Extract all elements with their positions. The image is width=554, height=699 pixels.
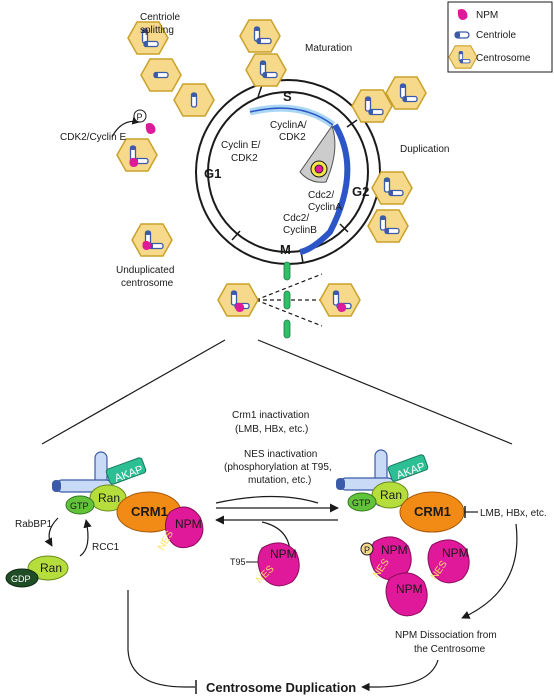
ran-label: Ran (98, 491, 120, 505)
maturation-label: Maturation (305, 43, 352, 54)
cyclina-cdk2-label: CyclinA/ CDK2 (270, 120, 309, 143)
right-gtp-label: GTP (352, 498, 371, 508)
free-npm: T95 NPM NES (230, 542, 300, 587)
gtp-protein (347, 492, 377, 512)
activation-line-right (361, 659, 439, 692)
centrosome-duplication-label: Centrosome Duplication (206, 680, 356, 695)
chromosome-icon (283, 261, 291, 281)
centrosome (173, 83, 215, 117)
phospho-label: P (137, 112, 143, 122)
lmb-hbx-label: LMB, HBx, etc. (480, 508, 547, 519)
centriole-splitting-label: Centriole splitting (140, 12, 183, 36)
chromosome-icon (283, 319, 291, 339)
npm-protein (257, 542, 300, 587)
phospho-icon (133, 109, 147, 123)
gdp-label: GDP (11, 574, 31, 584)
centrosome (239, 19, 281, 53)
rabbp1-label: RabBP1 (15, 519, 53, 530)
centrosome (371, 171, 413, 205)
t95-label: T95 (230, 557, 246, 567)
gtp-protein (65, 495, 95, 515)
centrosome (116, 138, 158, 172)
legend-label-centrosome: Centrosome (476, 53, 531, 64)
ran-gdp-label: Ran (40, 561, 62, 575)
dissociation-arrow (461, 523, 518, 619)
gdp-protein (5, 568, 39, 588)
mitotic-spindle (217, 261, 361, 339)
centrosome-splitting-group (127, 21, 215, 117)
legend: NPM Centriole Centrosome (447, 1, 553, 73)
centrosome (131, 223, 173, 257)
npm-icon (457, 9, 468, 20)
nes-inactivation-label: NES inactivation (phosphorylation at T95… (224, 449, 334, 486)
centrosome (140, 58, 182, 92)
cyclin-arcs (249, 104, 351, 255)
cyclina-cdk2-arc-edge (249, 107, 334, 126)
phase-label-g1: G1 (204, 166, 221, 181)
crm1-label: CRM1 (131, 504, 168, 519)
right-ran-label: Ran (380, 488, 402, 502)
gtp-label: GTP (70, 501, 89, 511)
npm-dissociation-label: NPM Dissociation from the Centrosome (395, 630, 499, 655)
npm-protein (427, 539, 470, 584)
npm-icon (145, 123, 156, 134)
legend-label-npm: NPM (476, 10, 498, 21)
crm1-protein (399, 491, 465, 533)
inhibition-mark (464, 506, 478, 518)
released-npm-label-2: NPM (442, 546, 469, 560)
cdc2-cyclinb-label: Cdc2/ CyclinB (283, 213, 317, 236)
cdk2-cyclin-e-label: CDK2/Cyclin E (60, 132, 126, 143)
phase-label-s: S (283, 89, 292, 104)
zoom-line-left (41, 339, 226, 445)
centrosome-icon (448, 45, 478, 69)
legend-label-centriole: Centriole (476, 30, 516, 41)
released-npm-label-1: NPM (381, 543, 408, 557)
npm-protein (164, 506, 204, 549)
unduplicated-centrosome-label: Unduplicated centrosome (116, 265, 177, 289)
centrosome (385, 76, 427, 110)
chromosome-icon (283, 290, 291, 310)
akap-protein (105, 457, 147, 485)
left-crm1-complex: AKAP Ran GTP CRM1 NPM NES (52, 451, 204, 552)
centrosome (351, 89, 393, 123)
ran-gdp-protein (27, 555, 69, 581)
zoom-line-right (257, 339, 513, 445)
ran-cycle: RabBP1 RCC1 Ran GDP (5, 517, 120, 588)
ran-protein (371, 481, 409, 509)
released-phospho-label: P (364, 545, 370, 555)
phospho-icon (360, 542, 374, 556)
cdc2-cyclinb-arc (299, 123, 351, 255)
inhibition-line-left (127, 590, 195, 688)
centrosome-duplication-group (351, 76, 427, 243)
centrosome (217, 283, 259, 317)
centrosome (367, 209, 409, 243)
cyclin-e-cdk2-label: Cyclin E/ CDK2 (221, 140, 263, 164)
npm-label: NPM (175, 517, 202, 531)
right-crm1-complex: AKAP Ran GTP CRM1 (336, 449, 465, 533)
centrosome-maturation-group (239, 19, 287, 87)
released-npm-label-3: NPM (396, 582, 423, 596)
centrosome-g1-group (116, 138, 173, 257)
free-npm-label: NPM (270, 547, 297, 561)
phase-label-m: M (280, 242, 291, 257)
centrosome (319, 283, 361, 317)
duplication-label: Duplication (400, 144, 449, 155)
akap-protein (387, 454, 429, 482)
npm-protein (385, 572, 428, 617)
released-npm-group: NPM NES P NPM NES NPM (360, 536, 470, 617)
right-crm1-label: CRM1 (414, 504, 451, 519)
cdc2-cyclina-label: Cdc2/ CyclinA (308, 190, 342, 213)
phosphorylation-event: P (111, 109, 156, 138)
rcc1-label: RCC1 (92, 542, 120, 553)
crm1-inactivation-label: Crm1 inactivation (LMB, HBx, etc.) (232, 410, 312, 435)
phase-label-g2: G2 (352, 184, 369, 199)
centriole-icon (454, 31, 470, 39)
centrosome (245, 53, 287, 87)
